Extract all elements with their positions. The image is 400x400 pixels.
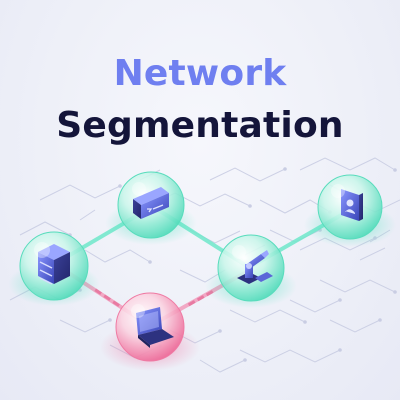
robot-arm-icon: [237, 250, 273, 284]
laptop-icon: [136, 307, 174, 348]
title-line-primary: Network: [113, 53, 287, 94]
terminal-window-icon: [133, 187, 169, 219]
title-line-secondary: Segmentation: [56, 105, 344, 146]
mobile-user-icon: [341, 189, 363, 221]
node-laptop[interactable]: [100, 292, 200, 371]
node-robot-arm[interactable]: [205, 234, 297, 308]
node-server[interactable]: [8, 231, 100, 306]
server-stack-icon: [38, 244, 70, 285]
node-mobile[interactable]: [304, 174, 396, 247]
node-terminal[interactable]: [105, 171, 197, 245]
